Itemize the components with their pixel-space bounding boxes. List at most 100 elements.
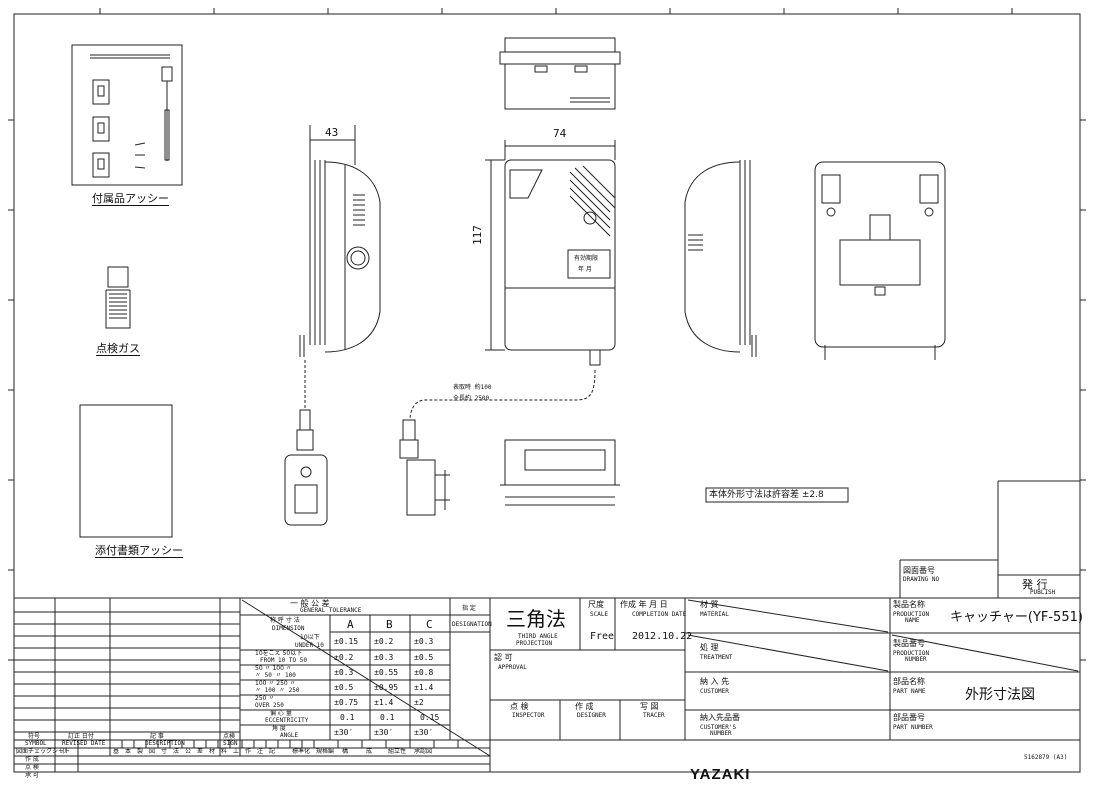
tolerance-note: 本体外形寸法は許容差 ±2.8 [709, 490, 824, 500]
tolerance-title-en: GENERAL TOLERANCE [300, 607, 362, 614]
tol-row-en: ANGLE [280, 732, 299, 739]
tol-a: ±0.15 [334, 637, 359, 646]
checksheet-col: 材 [209, 748, 216, 755]
tol-row-en: OVER 250 [255, 702, 284, 709]
projection-method: 三角法 [506, 607, 566, 631]
tol-row-en: 〃 100 〃 250 [255, 687, 300, 694]
rev-sign-en: SIGN [223, 740, 238, 747]
rev-date-en: REVISED DATE [62, 740, 106, 747]
checksheet-col: 注 [257, 748, 264, 755]
tol-b: ±0.95 [374, 683, 399, 692]
production-name-value: キャッチャー(YF-551) [950, 610, 1083, 625]
production-name-label: 製品名称 [893, 600, 925, 609]
customer-no-en-1: CUSTOMER'S [700, 724, 737, 731]
title-block-grid [14, 597, 1080, 772]
completion-date: 2012.10.22 [632, 631, 693, 642]
tol-b: ±30′ [374, 728, 394, 737]
front-view [485, 140, 616, 366]
checksheet-col: 公 [185, 748, 192, 755]
tol-a: ±0.2 [334, 653, 354, 662]
checksheet-col: 料 [221, 748, 228, 755]
scale-label: 尺度 [588, 600, 604, 609]
tol-a: ±30′ [334, 728, 354, 737]
dimension-label-en: DIMENSION [272, 625, 305, 632]
customer-en: CUSTOMER [700, 688, 729, 695]
tol-row-en: 〃 50 〃 100 [255, 672, 296, 679]
back-view [814, 161, 946, 360]
tol-b: 0.1 [380, 713, 395, 722]
checksheet-col: 基 [113, 748, 120, 755]
tol-row-jp: 10をこえ 50以下 [255, 650, 303, 657]
checksheet-col: 法 [173, 748, 180, 755]
tracer-en: TRACER [643, 712, 665, 719]
documents-drawing [79, 404, 173, 538]
depth-dimension: 43 [325, 126, 339, 139]
accessory-label: 付属品アッシー [92, 192, 169, 206]
designer-en: DESIGNER [577, 712, 606, 719]
drawing-no-label: 図面番号 [903, 566, 935, 575]
rev-sign-jp: 点検 [223, 733, 236, 740]
checksheet-col: 標準化 [292, 748, 311, 755]
width-dimension: 74 [553, 127, 567, 140]
sheet-code: 5162879 (A3) [1024, 754, 1068, 761]
projection-en-1: THIRD ANGLE [518, 633, 558, 640]
scale-value: Free [590, 631, 615, 642]
rev-symbol-en: SYMBOL [25, 740, 47, 747]
tol-c: ±1.4 [414, 683, 434, 692]
note-box [705, 487, 849, 503]
material-label: 材 質 [700, 600, 719, 609]
production-no-label: 製品番号 [893, 639, 925, 648]
customer-label: 納 入 先 [700, 677, 730, 686]
part-name-en: PART NAME [893, 688, 926, 695]
inspector-label: 点 検 [510, 702, 529, 711]
production-name-en-2: NAME [905, 617, 920, 624]
tol-a: ±0.5 [334, 683, 354, 692]
publish-label: 発 行 [1022, 578, 1048, 591]
checksheet-col: 作 [245, 748, 252, 755]
checksheet-col: 組立性 [388, 748, 407, 755]
approval-en: APPROVAL [498, 664, 527, 671]
inspector-en: INSPECTOR [512, 712, 545, 719]
brand-logo: YAZAKI [690, 766, 751, 783]
documents-label: 添付書類アッシー [95, 544, 183, 558]
col-a: A [347, 618, 354, 631]
part-no-label: 部品番号 [893, 713, 925, 722]
checksheet-col: 寸 [161, 748, 168, 755]
checksheet-col: 成 [366, 748, 373, 755]
checksheet-row: 点 検 [25, 764, 39, 771]
tol-row-en: UNDER 10 [295, 642, 324, 649]
part-name-label: 部品名称 [893, 677, 925, 686]
tol-b: ±0.55 [374, 668, 399, 677]
treatment-en: TREATMENT [700, 654, 733, 661]
checksheet-row: 作 成 [25, 756, 39, 763]
checksheet-row: 承 可 [25, 772, 39, 779]
col-b: B [386, 618, 393, 631]
tracer-label: 写 図 [640, 702, 659, 711]
tol-a: 0.1 [340, 713, 355, 722]
check-gas-drawing [105, 266, 131, 329]
checksheet-col: 差 [197, 748, 204, 755]
tol-row-en: FROM 10 TO 50 [260, 657, 307, 664]
tol-row-jp: 100 〃 250 〃 [255, 680, 296, 687]
customer-no-label: 納入先品番 [700, 713, 740, 722]
sheet-border [8, 8, 1086, 773]
scale-en: SCALE [590, 611, 609, 618]
completion-en: COMPLETION DATE [632, 611, 687, 618]
checksheet-col: 規格編 [316, 748, 335, 755]
tol-a: ±0.75 [334, 698, 359, 707]
part-name-value: 外形寸法図 [965, 687, 1035, 703]
tol-c: 0.15 [420, 713, 440, 722]
approval-label: 認 可 [494, 653, 513, 662]
designer-label: 作 成 [575, 702, 594, 711]
tol-b: ±1.4 [374, 698, 394, 707]
projection-en-2: PROJECTION [516, 640, 553, 647]
tol-row-en: ECCENTRICITY [265, 717, 309, 724]
treatment-label: 処 理 [700, 643, 719, 652]
expiry-year-month: 年 月 [578, 266, 592, 273]
checksheet-col: 記 [269, 748, 276, 755]
publish-block [899, 480, 1080, 598]
rev-symbol-jp: 符号 [28, 733, 41, 740]
height-dimension: 117 [471, 225, 484, 245]
customer-no-en-2: NUMBER [710, 730, 732, 737]
tol-row-jp: 10以下 [300, 634, 320, 641]
